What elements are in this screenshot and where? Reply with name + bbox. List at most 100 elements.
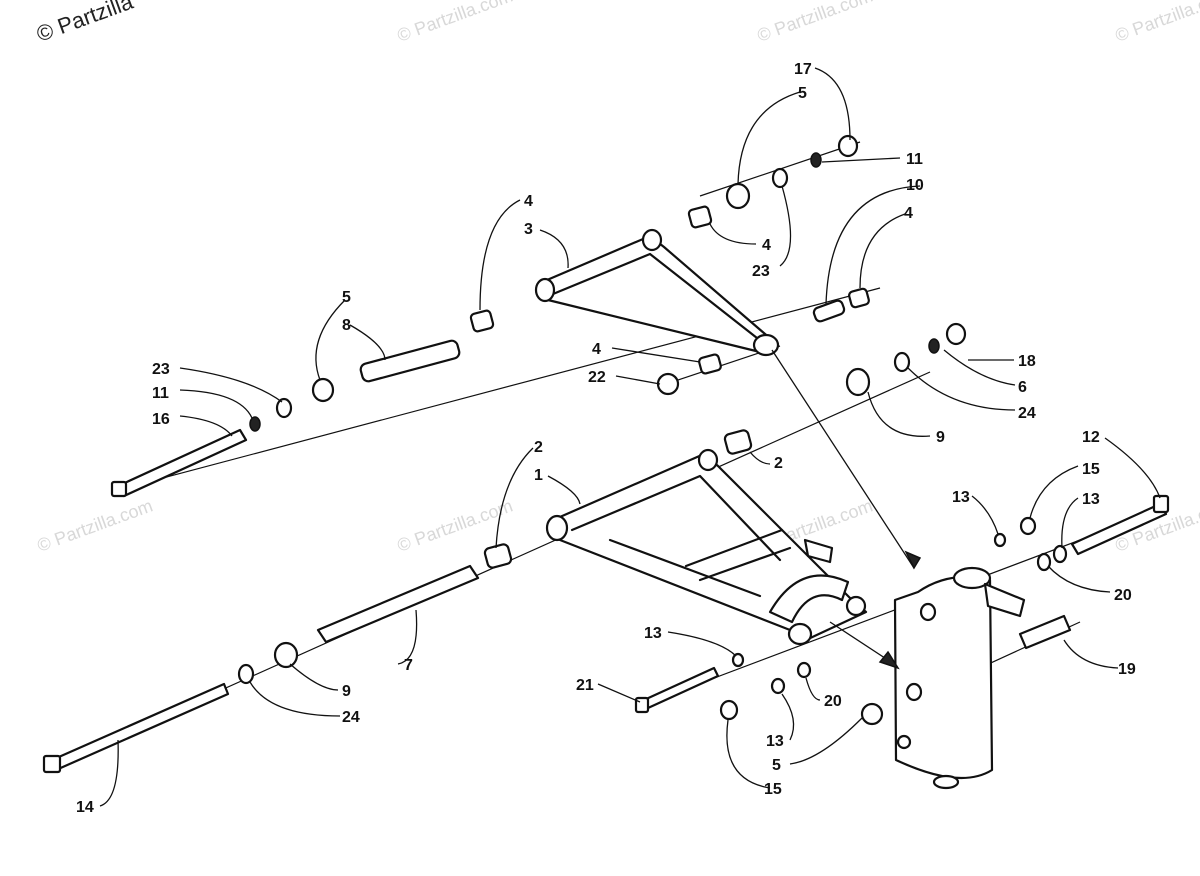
upper-a-arm — [534, 228, 780, 357]
callout-21: 21 — [576, 677, 594, 694]
callout-11: 11 — [906, 151, 923, 168]
nut-22 — [656, 372, 680, 396]
callout-6: 6 — [1018, 379, 1027, 396]
callout-1: 1 — [534, 467, 543, 484]
leader-lines — [99, 67, 1161, 807]
callout-4: 4 — [592, 341, 601, 358]
callout-19: 19 — [1118, 661, 1136, 678]
bushing-4-upper — [687, 205, 713, 229]
spindle — [893, 566, 1026, 790]
washer-13-right — [1052, 544, 1068, 564]
washer-13-mid — [731, 652, 745, 668]
callout-2: 2 — [534, 439, 543, 456]
callout-24: 24 — [1018, 405, 1036, 422]
nut-15-top — [1019, 516, 1037, 536]
callout-4: 4 — [524, 193, 533, 210]
lock-washer-11-upper — [810, 152, 822, 168]
callout-9: 9 — [936, 429, 945, 446]
callout-3: 3 — [524, 221, 533, 238]
washer-24 — [893, 351, 911, 373]
callout-labels: 17 5 11 10 4 4 3 4 23 5 8 4 22 18 6 24 2… — [76, 61, 1136, 816]
washer-20-right — [1036, 552, 1052, 572]
callout-22: 22 — [588, 369, 606, 386]
washer-23-upper — [771, 167, 789, 189]
watermark-main: © Partzilla — [33, 0, 137, 47]
callout-23: 23 — [152, 361, 170, 378]
upper-arm-hardware — [110, 134, 870, 498]
bolt-12-head — [1152, 494, 1170, 514]
callout-5: 5 — [342, 289, 351, 306]
callout-17: 17 — [794, 61, 812, 78]
callout-24: 24 — [342, 709, 360, 726]
lock-washer-11 — [249, 416, 261, 432]
callout-23: 23 — [752, 263, 770, 280]
callout-4: 4 — [904, 205, 913, 222]
callout-15: 15 — [1082, 461, 1100, 478]
bushing-4-lower — [698, 353, 722, 375]
washer-13-lower — [770, 677, 786, 695]
bushing-2-right — [723, 429, 753, 455]
callout-18: 18 — [1018, 353, 1036, 370]
callout-8: 8 — [342, 317, 351, 334]
bushing-2-left — [483, 543, 513, 569]
lower-arm-hardware — [42, 429, 753, 774]
bolt-16-shank — [116, 428, 248, 498]
bolt-14-shank — [50, 682, 230, 772]
washer-24-lower — [237, 663, 255, 685]
shock-bracket — [768, 574, 850, 624]
watermark-faint: © Partzilla.com — [755, 0, 876, 46]
callout-12: 12 — [1082, 429, 1100, 446]
spacer-10 — [812, 299, 846, 323]
washer-6 — [928, 338, 940, 354]
flange-bushing-5 — [311, 377, 335, 403]
assembly-axes — [51, 141, 1166, 767]
callout-5: 5 — [772, 757, 781, 774]
callout-13: 13 — [1082, 491, 1100, 508]
bolt-16-head — [110, 480, 128, 498]
watermark-faint: © Partzilla.com — [395, 0, 516, 46]
upper-arm-axis — [124, 287, 881, 489]
flange-bushing-9 — [845, 367, 871, 397]
washer-23 — [275, 397, 293, 419]
bolt-21-head — [634, 696, 650, 714]
nut-17 — [837, 134, 859, 158]
callout-13: 13 — [766, 733, 784, 750]
sleeve-8 — [359, 339, 461, 383]
spindle-hardware — [634, 494, 1170, 726]
callout-13: 13 — [952, 489, 970, 506]
callout-5: 5 — [798, 85, 807, 102]
mount-tab — [803, 538, 834, 564]
callout-20: 20 — [1114, 587, 1132, 604]
flange-bushing-9-lower — [273, 641, 299, 669]
callout-4: 4 — [762, 237, 771, 254]
pin-19 — [1018, 614, 1072, 650]
callout-13: 13 — [644, 625, 662, 642]
assembly-arrows — [771, 349, 922, 670]
bolt-12-shank — [1070, 502, 1168, 556]
callout-16: 16 — [152, 411, 170, 428]
lower-a-arm — [545, 448, 868, 646]
callout-7: 7 — [404, 657, 413, 674]
callout-14: 14 — [76, 799, 94, 816]
callout-2: 2 — [774, 455, 783, 472]
nut-15-lower — [719, 699, 739, 721]
callout-10: 10 — [906, 177, 924, 194]
callout-11: 11 — [152, 385, 169, 402]
flange-bushing-5-lower — [860, 702, 884, 726]
washer-13-top — [993, 532, 1007, 548]
washer-20-lower — [796, 661, 812, 679]
bolt-14-head — [42, 754, 62, 774]
bushing-4-right — [848, 287, 870, 309]
callout-9: 9 — [342, 683, 351, 700]
callout-15: 15 — [764, 781, 782, 798]
sleeve-7 — [316, 564, 480, 644]
nut-18 — [945, 322, 967, 346]
watermark-faint: © Partzilla.com — [1113, 0, 1200, 46]
flange-bushing-5-upper — [725, 182, 751, 210]
bolt-21-shank — [642, 666, 720, 710]
bushing-4 — [469, 309, 495, 333]
callout-20: 20 — [824, 693, 842, 710]
watermark-faint: © Partzilla.com — [35, 495, 156, 555]
upper-right-hardware — [845, 322, 967, 397]
